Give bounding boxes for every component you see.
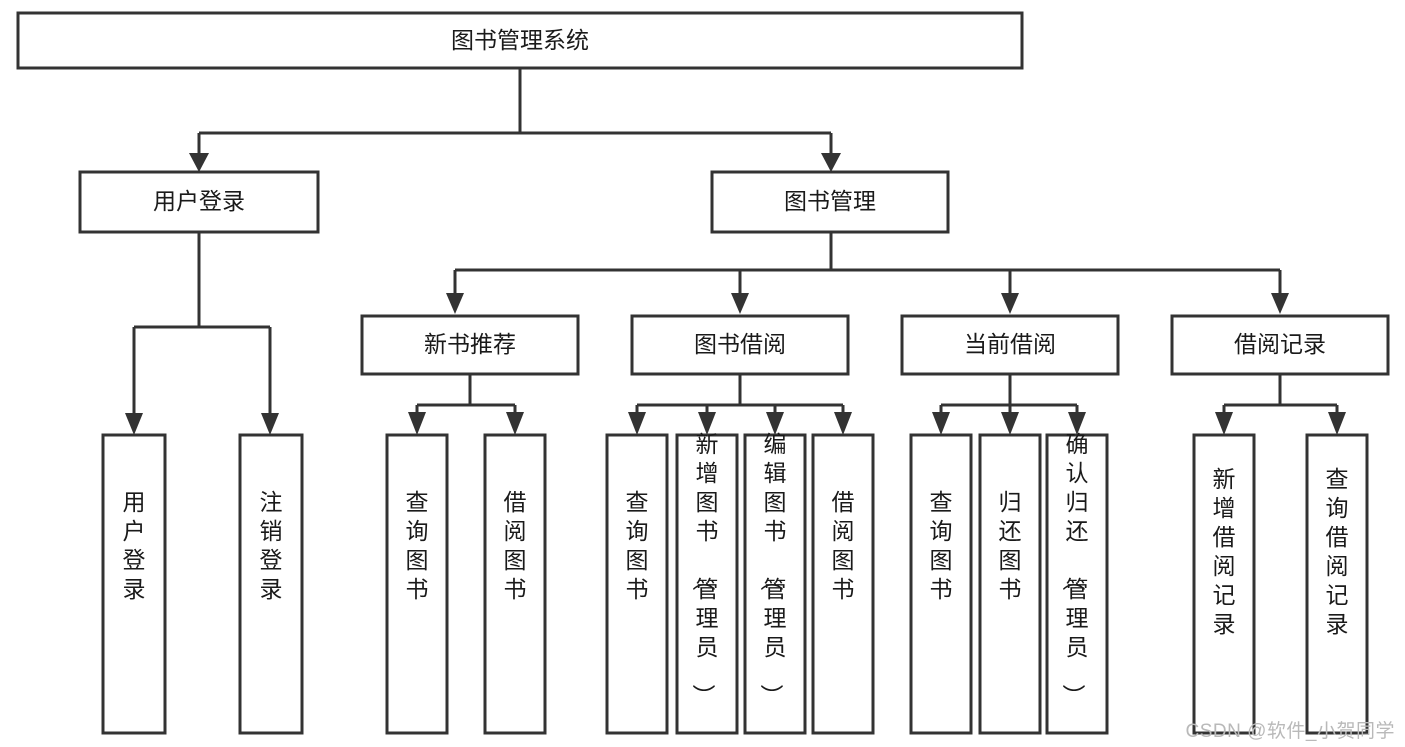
- node-leaf-user-login-box[interactable]: [101, 433, 167, 735]
- csdn-watermark: CSDN @软件_小贺同学: [1185, 721, 1395, 742]
- node-leaf-query-book-1[interactable]: 查询图书: [385, 433, 449, 735]
- node-leaf-logout[interactable]: 注销登录: [238, 433, 304, 735]
- node-user-login[interactable]: 用户登录: [78, 170, 320, 234]
- arrow-to-leaf-5: [628, 412, 646, 435]
- node-user-login-label: 用户登录: [153, 188, 245, 214]
- node-leaf-query-book-1-label: 查询图书: [406, 489, 429, 602]
- arrow-to-leaf-8: [834, 412, 852, 435]
- arrow-to-leaf-10: [1001, 412, 1019, 435]
- node-leaf-add-book-admin-label: 新增图书（管理员）: [691, 431, 719, 707]
- node-book-borrow-box[interactable]: [630, 314, 850, 376]
- arrow-to-current-borrow: [1001, 293, 1019, 314]
- node-root-box[interactable]: [16, 11, 1024, 70]
- node-leaf-user-login-label: 用户登录: [123, 489, 146, 602]
- node-current-borrow-label: 当前借阅: [964, 331, 1056, 357]
- node-leaf-user-login[interactable]: 用户登录: [101, 433, 167, 735]
- node-leaf-edit-book-admin-box[interactable]: [743, 433, 807, 735]
- node-leaf-borrow-book-1-box[interactable]: [483, 433, 547, 735]
- node-leaf-confirm-return-admin-box[interactable]: [1045, 433, 1109, 735]
- node-new-book-recommend-label: 新书推荐: [424, 331, 516, 357]
- node-root[interactable]: 图书管理系统: [16, 11, 1024, 70]
- node-leaf-return-book[interactable]: 归还图书: [978, 433, 1042, 735]
- node-leaf-borrow-book-2-label: 借阅图书: [832, 489, 855, 602]
- arrow-to-leaf-11: [1068, 412, 1086, 435]
- node-leaf-query-borrow-record-box[interactable]: [1305, 433, 1369, 735]
- arrow-to-leaf-6: [698, 412, 716, 435]
- node-leaf-add-borrow-record[interactable]: 新增借阅记录: [1192, 433, 1256, 735]
- node-leaf-add-borrow-record-box[interactable]: [1192, 433, 1256, 735]
- node-book-management[interactable]: 图书管理: [710, 170, 950, 234]
- arrow-to-leaf-4: [506, 412, 524, 435]
- node-new-book-recommend[interactable]: 新书推荐: [360, 314, 580, 376]
- node-user-login-box[interactable]: [78, 170, 320, 234]
- arrow-to-book-borrow: [731, 293, 749, 314]
- arrow-to-leaf-3: [408, 412, 426, 435]
- node-borrow-record-box[interactable]: [1170, 314, 1390, 376]
- node-leaf-query-borrow-record[interactable]: 查询借阅记录: [1305, 433, 1369, 735]
- arrow-to-book-mgmt: [821, 153, 841, 172]
- arrow-to-leaf-1: [125, 413, 143, 435]
- node-book-borrow-label: 图书借阅: [694, 331, 786, 357]
- edges-layer: [125, 68, 1346, 435]
- node-leaf-query-book-3[interactable]: 查询图书: [909, 433, 973, 735]
- node-leaf-add-book-admin[interactable]: 新增图书（管理员）: [675, 431, 739, 735]
- node-leaf-query-book-2-box[interactable]: [605, 433, 669, 735]
- node-current-borrow[interactable]: 当前借阅: [900, 314, 1120, 376]
- node-leaf-query-borrow-record-label: 查询借阅记录: [1326, 466, 1349, 637]
- node-borrow-record[interactable]: 借阅记录: [1170, 314, 1390, 376]
- node-leaf-query-book-2-label: 查询图书: [626, 489, 649, 602]
- node-book-borrow[interactable]: 图书借阅: [630, 314, 850, 376]
- node-leaf-query-book-1-box[interactable]: [385, 433, 449, 735]
- arrow-to-borrow-record: [1271, 293, 1289, 314]
- node-leaf-borrow-book-2[interactable]: 借阅图书: [811, 433, 875, 735]
- node-current-borrow-box[interactable]: [900, 314, 1120, 376]
- arrow-to-user-login: [189, 153, 209, 172]
- node-leaf-add-book-admin-box[interactable]: [675, 433, 739, 735]
- node-leaf-borrow-book-1[interactable]: 借阅图书: [483, 433, 547, 735]
- node-leaf-edit-book-admin[interactable]: 编辑图书（管理员）: [743, 431, 807, 735]
- node-leaf-logout-box[interactable]: [238, 433, 304, 735]
- node-leaf-edit-book-admin-label: 编辑图书（管理员）: [759, 431, 787, 707]
- node-leaf-return-book-box[interactable]: [978, 433, 1042, 735]
- node-leaf-confirm-return-admin-label: 确认归还（管理员）: [1061, 431, 1089, 707]
- arrow-to-leaf-12: [1215, 412, 1233, 435]
- node-leaf-query-book-2[interactable]: 查询图书: [605, 433, 669, 735]
- node-leaf-return-book-label: 归还图书: [999, 489, 1022, 602]
- node-new-book-recommend-box[interactable]: [360, 314, 580, 376]
- node-book-management-box[interactable]: [710, 170, 950, 234]
- arrow-to-leaf-2: [261, 413, 279, 435]
- node-leaf-borrow-book-1-label: 借阅图书: [504, 489, 527, 602]
- node-leaf-add-borrow-record-label: 新增借阅记录: [1213, 466, 1236, 637]
- arrow-to-leaf-7: [766, 412, 784, 435]
- arrow-to-leaf-13: [1328, 412, 1346, 435]
- node-borrow-record-label: 借阅记录: [1234, 331, 1326, 357]
- node-leaf-query-book-3-box[interactable]: [909, 433, 973, 735]
- arrow-to-new-book-rec: [446, 293, 464, 314]
- node-leaf-query-book-3-label: 查询图书: [930, 489, 953, 602]
- node-leaf-confirm-return-admin[interactable]: 确认归还（管理员）: [1045, 431, 1109, 735]
- node-leaf-logout-label: 注销登录: [260, 489, 283, 602]
- arrow-to-leaf-9: [932, 412, 950, 435]
- node-leaf-borrow-book-2-box[interactable]: [811, 433, 875, 735]
- node-book-management-label: 图书管理: [784, 188, 876, 214]
- node-root-label: 图书管理系统: [451, 27, 589, 53]
